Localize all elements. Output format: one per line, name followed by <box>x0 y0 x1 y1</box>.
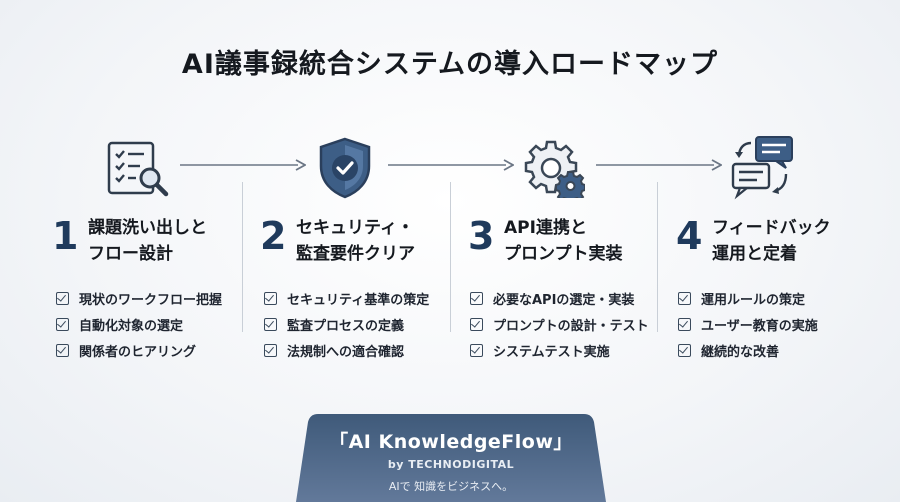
brand-banner <box>296 414 606 502</box>
phase-1-title-line2: フロー設計 <box>88 244 173 264</box>
checkbox-icon <box>56 343 69 357</box>
list-item: 現状のワークフロー把握 <box>56 285 222 311</box>
phase-3-number: 3 <box>468 214 495 258</box>
phase-1-title-line1: 課題洗い出しと <box>88 218 207 238</box>
phase-3-title: API連携と プロンプト実装 <box>504 215 623 267</box>
checkbox-icon <box>678 343 691 357</box>
list-item: 運用ルールの策定 <box>678 285 818 311</box>
list-item: 関係者のヒアリング <box>56 337 222 363</box>
page-title: AI議事録統合システムの導入ロードマップ <box>181 49 719 80</box>
checkbox-icon <box>264 317 277 331</box>
arrow-3-4 <box>596 159 722 171</box>
checkbox-icon <box>470 317 483 331</box>
phase-2-task-list: セキュリティ基準の策定 監査プロセスの定義 法規制への適合確認 <box>264 285 429 363</box>
checkbox-icon <box>470 291 483 305</box>
checkbox-icon <box>470 343 483 357</box>
checkbox-icon <box>56 317 69 331</box>
list-item: システムテスト実施 <box>470 337 649 363</box>
divider-1 <box>242 182 243 332</box>
checkbox-icon <box>264 291 277 305</box>
checkbox-icon <box>678 317 691 331</box>
brand-name: 「AI KnowledgeFlow」 <box>329 431 573 453</box>
list-item: 法規制への適合確認 <box>264 337 429 363</box>
list-item: 必要なAPIの選定・実装 <box>470 285 649 311</box>
divider-2 <box>450 182 451 332</box>
list-item: 監査プロセスの定義 <box>264 311 429 337</box>
phase-2-title-line2: 監査要件クリア <box>296 244 415 264</box>
divider-3 <box>657 182 658 332</box>
checklist-search-icon <box>107 141 169 197</box>
phase-1-task-list: 現状のワークフロー把握 自動化対象の選定 関係者のヒアリング <box>56 285 222 363</box>
phase-4-number: 4 <box>676 214 703 258</box>
phase-2-number: 2 <box>260 214 287 258</box>
banner-shape <box>296 414 606 502</box>
shield-check-icon <box>319 137 371 199</box>
checkbox-icon <box>678 291 691 305</box>
phase-4-title-line1: フィードバック <box>712 218 831 238</box>
feedback-cycle-icon <box>731 136 793 200</box>
phase-3-title-line2: プロンプト実装 <box>504 244 623 264</box>
list-item: 継続的な改善 <box>678 337 818 363</box>
arrow-2-3 <box>388 159 514 171</box>
list-item: 自動化対象の選定 <box>56 311 222 337</box>
phase-1-number: 1 <box>52 214 79 258</box>
brand-tagline: AIで 知識をビジネスへ。 <box>388 480 514 493</box>
phase-4-title-line2: 運用と定着 <box>712 244 797 264</box>
phase-4-title: フィードバック 運用と定着 <box>712 215 831 267</box>
brand-byline: by TECHNODIGITAL <box>387 458 515 471</box>
phase-2-title-line1: セキュリティ・ <box>296 218 414 238</box>
list-item: ユーザー教育の実施 <box>678 311 818 337</box>
phase-2-title: セキュリティ・ 監査要件クリア <box>296 215 415 267</box>
checkbox-icon <box>264 343 277 357</box>
list-item: セキュリティ基準の策定 <box>264 285 429 311</box>
checkbox-icon <box>56 291 69 305</box>
phase-3-title-line1: API連携と <box>504 218 587 238</box>
list-item: プロンプトの設計・テスト <box>470 311 649 337</box>
arrow-1-2 <box>180 159 306 171</box>
gears-icon <box>524 140 585 198</box>
phase-1-title: 課題洗い出しと フロー設計 <box>88 215 207 267</box>
phase-3-task-list: 必要なAPIの選定・実装 プロンプトの設計・テスト システムテスト実施 <box>470 285 649 363</box>
phase-4-task-list: 運用ルールの策定 ユーザー教育の実施 継続的な改善 <box>678 285 818 363</box>
